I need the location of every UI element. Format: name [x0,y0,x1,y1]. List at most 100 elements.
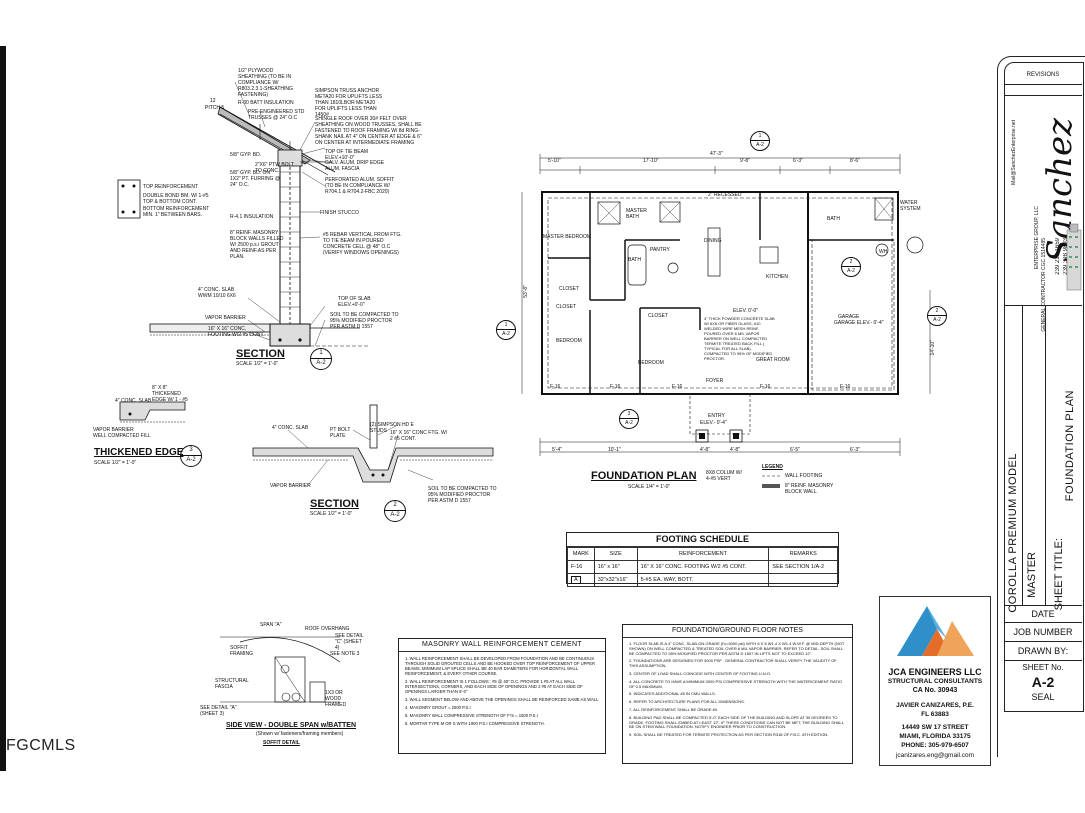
sheet-no-value: A-2 [1031,674,1055,690]
foundation-note: 3. CENTER OF LOAD SHALL COINCIDE WITH CE… [629,670,772,676]
table-row: F-16 16" x 16" 16" X 16" CONC. FOOTING W… [567,560,838,574]
sv-label-detail-a: SEE DETAIL "A" (SHEET 3) [200,705,237,717]
fs-cell [768,573,838,587]
section-1-marker: 1 A-2 [310,348,332,370]
s1-note-batt: R-30 BATT INSULATION [238,100,294,106]
masonry-note: 6. MORTAR TYPE M OR S WITH 1900 P.S.I CO… [405,721,545,726]
foundation-plan-drawing [521,154,931,488]
room-bedroom-1: BEDROOM [556,338,582,344]
s1-note-drip: GALV. ALUM. DRIP EDGE ALUM. FASCIA [325,160,385,172]
plan-marker-garage: 2 A-2 [841,257,861,277]
sv-label-detail-c: SEE DETAIL "C" (SHEET 4) [335,633,364,651]
s1-note-insulation: R-4.1 INSULATION [230,214,274,220]
plan-marker-top: 1 A-2 [750,131,770,151]
foundation-note: 8. BUILDING PAD SHALL BE COMPACTED 5'-0"… [629,714,844,730]
s1-note-block: 8" REINF. MASONRY BLOCK WALLS FILLED W/ … [230,230,284,260]
te-marker-num: 3 [181,446,201,456]
room-water-system: WATER SYSTEM [900,200,921,212]
title-block [997,56,1085,757]
section-1-title: SECTION [236,348,285,360]
fs-cell: 5-#5 EA. WAY, BOTT. [636,573,770,587]
revisions-divider-2 [1004,95,1082,96]
s1-note-plywood: 1/2" PLYWOOD SHEATHING (TO BE IN COMPLIA… [238,68,293,98]
sv-label-soffit-framing: SOFFIT FRAMING [230,645,254,657]
plan-overall-left: 53'-8" [523,285,529,298]
room-closet-3: CLOSET [648,313,669,319]
s1-note-tiebeam: TOP OF TIE BEAM ELEV.+10'-0" [325,149,369,161]
section-1-marker-sheet: A-2 [316,360,326,366]
project-master: MASTER [1026,552,1038,598]
section-1-marker-num: 1 [311,349,331,359]
sv-label-span: SPAN "A" [260,622,282,628]
engineer-addr2: MIAMI, FLORIDA 33175 [899,733,971,740]
plan-marker-bottom-sheet: A-2 [625,420,633,426]
sv-label-wood: 1X3 OR WOOD FRAMED [325,690,347,708]
plan-footing-tag-1: F-16 [610,384,621,390]
foundation-notes-list: 1. FLOOR SLAB IS A 4" CONC. SLAB-ON-GRAD… [623,638,852,745]
section-2-title: SECTION [310,498,359,510]
room-wh: WH [879,249,888,255]
fs-cell: A [567,573,595,587]
footing-schedule-table: MARK SIZE REINFORCEMENT REMARKS F-16 16"… [567,547,838,587]
legend-block-wall: 8" REINF. MASONRY BLOCK WALL [785,483,834,495]
room-kitchen: KITCHEN [766,274,788,280]
engineer-stamp: JCA ENGINEERS LLC STRUCTURAL CONSULTANTS… [879,596,991,766]
foundation-plan-title: FOUNDATION PLAN [591,470,697,482]
legend-wall-footing: WALL FOOTING [785,473,823,479]
mls-watermark: FGCMLS [6,737,76,754]
foundation-note: 2. FOUNDATIONS ARE DESIGNED FOR 3000 PSF… [629,658,837,669]
sheet-left-border [0,46,6,771]
fs-cell: 16" X 16" CONC. FOOTING W/2 #5 CONT. [636,560,770,574]
foundation-note: 9. SOIL SHALL BE TREATED FOR TERMITE PRO… [629,732,829,738]
plan-footing-tag-3: F-16 [760,384,771,390]
plan-dim-bot-5: 6'-3" [850,447,860,453]
room-garage: GARAGE [838,314,860,320]
engineer-email: jcanizares.eng@gmail.com [895,752,975,759]
plan-dim-bot-0: 5'-4" [552,447,562,453]
side-view-title: SIDE VIEW - DOUBLE SPAN w/BATTEN [226,722,357,729]
sheet-title: FOUNDATION PLAN [1064,390,1076,502]
section-1-drawing: 12 PITCH 5 [117,81,370,347]
svg-text:12: 12 [210,98,216,104]
room-bedroom-2: BEDROOM [638,360,664,366]
te-note-fill: WELL COMPACTED FILL [93,433,151,439]
date-label: DATE [1004,605,1082,623]
company-email: Mail@SanchezEnterprise.net [1011,120,1017,185]
side-view-drawing [220,636,341,703]
plan-marker-garage-num: 2 [842,258,860,267]
s2-note-bolt: PT BOLT PLATE [330,427,351,439]
s1-note-gyp: 5/8" GYP. BD. [230,152,262,158]
plan-marker-right-sheet: A-2 [933,317,941,323]
foundation-plan-scale: SCALE 1/4" = 1'-0" [628,484,671,490]
plan-footing-tag-2: F-16 [672,384,683,390]
section-2-drawing [252,404,494,486]
room-master-bedroom: MASTER BEDROOM [543,234,592,240]
plan-dim-top-0: 5'-10" [548,158,561,164]
plan-marker-bottom-num: 3 [620,410,638,419]
footing-schedule: FOOTING SCHEDULE MARK SIZE REINFORCEMENT… [566,532,839,587]
seal-label: SEAL [1031,692,1055,702]
plan-dim-bot-2: 4'-8" [700,447,710,453]
s2-marker-sheet: A-2 [390,512,400,518]
te-note-vapor: VAPOR BARRIER [93,427,134,433]
plan-recessed: 2" RECESSED [708,192,742,198]
te-note-edge: 8" X 8" THICKENED EDGE W/ 1 - #5 [152,385,188,403]
room-bath-1: BATH [628,257,641,263]
s2-note-vapor: VAPOR BARRIER [270,483,311,489]
svg-text:PITCH 5: PITCH 5 [205,105,224,111]
engineer-pe: JAVIER CANIZARES, P.E. [896,702,974,709]
masonry-note: 1. WALL REINFORCEMENT SHALL BE DEVELOPED… [405,656,596,676]
engineer-phone: PHONE: 305-979-6507 [901,742,969,749]
masonry-note: 5. MASONRY WALL COMPRESSIVE STRENGTH OF … [405,713,538,718]
s1-note-botreinf: BOTTOM REINFORCEMENT MIN. 1" BETWEEN BAR… [143,206,210,218]
sheet-title-label: SHEET TITLE: [1053,538,1065,611]
s2-marker-num: 2 [385,501,405,511]
plan-marker-top-num: 1 [751,132,769,141]
foundation-notes: FOUNDATION/GROUND FLOOR NOTES 1. FLOOR S… [622,624,853,764]
plan-footing-tag-0: F-16 [550,384,561,390]
side-view-subtitle: (Shown w/ fasteners/framing members) [256,731,344,737]
plan-overall-top: 47'-3" [710,151,723,157]
room-bath-2: BATH [827,216,840,222]
room-pantry: PANTRY [650,247,670,253]
title-block-inner [1004,62,1084,712]
